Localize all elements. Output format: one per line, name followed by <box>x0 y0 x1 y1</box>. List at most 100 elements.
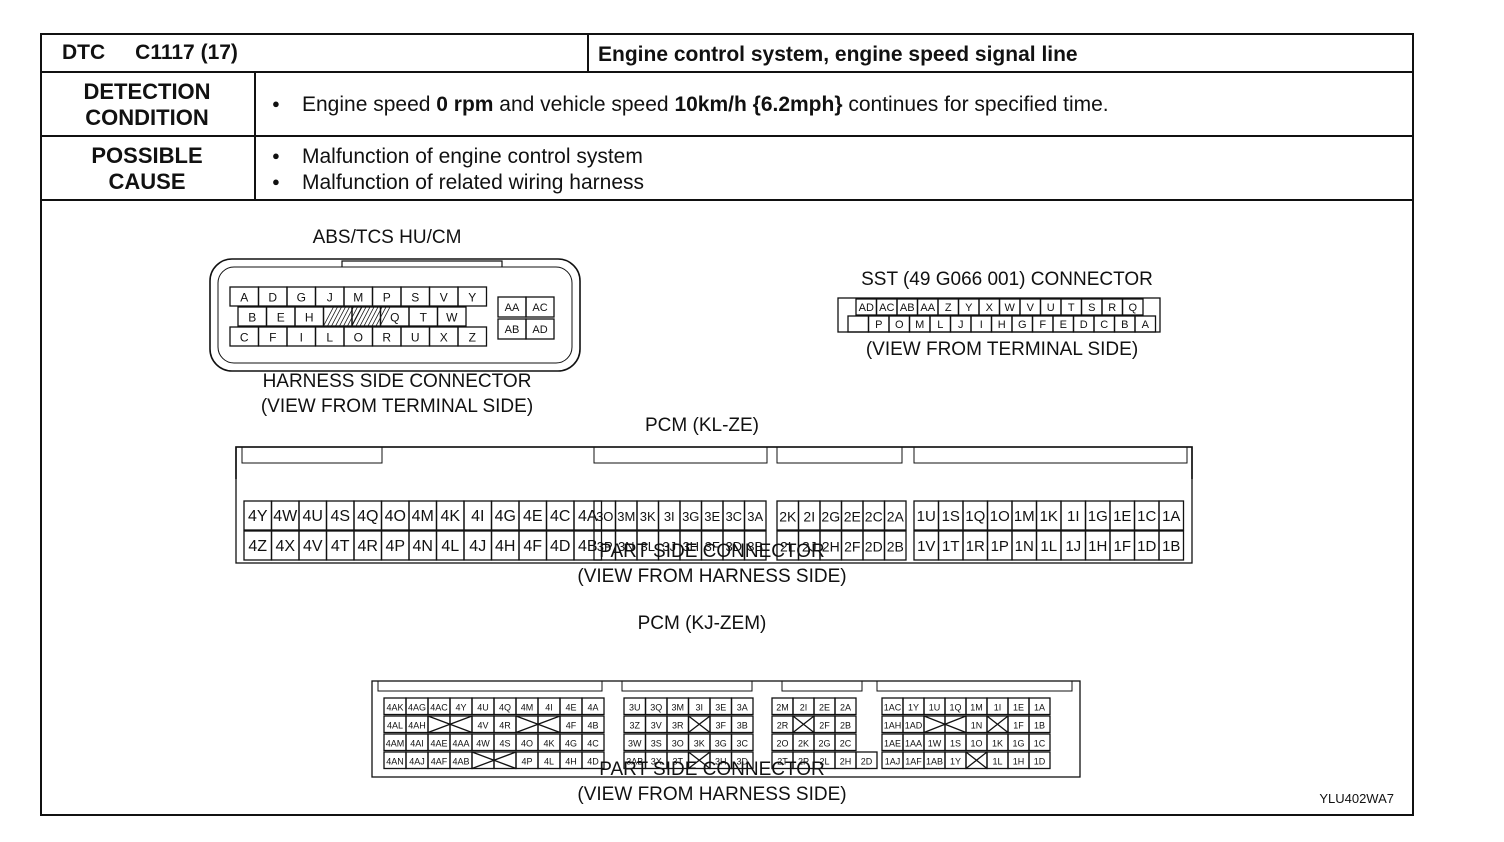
klze-b4-top-pin: 4O <box>385 508 406 525</box>
kjzem-b1-r2-pin: 1B <box>1034 720 1045 730</box>
sst-row2-pin: H <box>998 319 1006 331</box>
sst-row1-pin: U <box>1047 302 1055 314</box>
abs-row1-pin: Y <box>468 291 476 305</box>
kjzem-b3-r3-pin: 3S <box>651 738 662 748</box>
sst-row2-pin: A <box>1142 319 1150 331</box>
kjzem-b4-r1-pin: 4A <box>587 702 598 712</box>
klze-b1-bot-pin: 1F <box>1113 538 1131 555</box>
kjzem-b4-r4-pin: 4D <box>587 756 599 766</box>
kjzem-b1-r1-cell <box>1028 697 1051 716</box>
kjzem-b1-r2-pin: 1AH <box>884 720 902 730</box>
kjzem-b4-r3-pin: 4AM <box>386 738 405 748</box>
klze-b1-top-pin: 1G <box>1088 508 1108 525</box>
klze-key <box>241 447 383 464</box>
kjzem-b3-r3-pin: 3O <box>672 738 684 748</box>
sst-row1-pin: V <box>1027 302 1035 314</box>
abs-row1-pin: P <box>383 291 391 305</box>
kjzem-b4-r4-pin: 4AF <box>431 756 448 766</box>
kjzem-b4-r3-pin: 4W <box>476 738 490 748</box>
klze-b4-top-pin: 4W <box>273 508 298 525</box>
klze-b1-bot-cell <box>1158 530 1185 561</box>
abs-row1-pin: A <box>240 291 248 305</box>
kjzem-b3-r1-pin: 3Q <box>650 702 662 712</box>
klze-b1-top-pin: 1C <box>1137 508 1156 525</box>
klze-caption-line2: (VIEW FROM HARNESS SIDE) <box>577 566 847 587</box>
klze-b1-top-pin: 1A <box>1162 508 1180 525</box>
abs-row2-pin: Q <box>390 311 399 325</box>
kjzem-b1-r3-pin: 1S <box>950 738 961 748</box>
abs-caption-line1: HARNESS SIDE CONNECTOR <box>262 371 532 392</box>
header-divider <box>587 35 589 71</box>
klze-b2-top-pin: 2C <box>865 509 883 525</box>
kjzem-b3-r3-pin: 3K <box>694 738 705 748</box>
klze-b2-top-pin: 2E <box>844 509 861 525</box>
klze-b3-top-pin: 3M <box>617 509 635 524</box>
klze-b3-bot-pin: 3B <box>747 539 763 554</box>
sst-row1-pin: AB <box>900 302 915 314</box>
klze-key <box>776 447 903 464</box>
kjzem-b2-r3-pin: 2K <box>798 738 809 748</box>
kjzem-caption-line2: (VIEW FROM HARNESS SIDE) <box>577 784 847 805</box>
klze-b3-top-pin: 3E <box>704 509 720 524</box>
klze-b2-bot-cell <box>883 530 907 561</box>
kjzem-b3-r3-pin: 3W <box>628 738 642 748</box>
klze-b1-bot-pin: 1V <box>917 538 935 555</box>
kjzem-b4-blank-x <box>515 715 561 734</box>
kjzem-b4-r4-cell <box>581 751 605 770</box>
kjzem-b2-r4-pin: 2P <box>798 756 809 766</box>
kjzem-b2-r4-pin: 2T <box>777 756 788 766</box>
klze-b1-top-pin: 1I <box>1067 508 1080 525</box>
kjzem-b1-r4-pin: 1AF <box>905 756 922 766</box>
kjzem-b2-r2-pin: 2B <box>840 720 851 730</box>
klze-b4-top-pin: 4A <box>578 508 598 525</box>
sst-row2-pin: D <box>1080 319 1088 331</box>
dtc-number: C1117 (17) <box>135 41 238 64</box>
detection-text-e: continues for specified time. <box>842 93 1109 116</box>
klze-b4-bot-pin: 4T <box>331 538 350 555</box>
kjzem-b4-r3-pin: 4O <box>521 738 533 748</box>
abs-hatch <box>363 306 375 327</box>
kjzem-b2-r4-cell <box>855 751 878 770</box>
abs-hatch <box>355 306 367 327</box>
detection-label-line1: DETECTION <box>83 79 211 104</box>
kjzem-b1-r4-pin: 1AJ <box>885 756 901 766</box>
detection-condition-label: DETECTION CONDITION <box>42 79 252 131</box>
abs-row2-pin: H <box>305 311 314 325</box>
kjzem-b3-r1-pin: 3E <box>715 702 726 712</box>
kjzem-b1-r1-pin: 1I <box>994 702 1002 712</box>
kjzem-b3-r2-cell <box>730 715 754 734</box>
kjzem-b3-r1-pin: 3A <box>737 702 748 712</box>
abs-side1-pin: AA <box>505 302 520 314</box>
klze-b4-top-pin: 4G <box>495 508 516 525</box>
kjzem-b1-r4-pin: 1Y <box>950 756 961 766</box>
kjzem-b4-r4-pin: 4AJ <box>409 756 425 766</box>
abs-hatch <box>327 306 338 327</box>
kjzem-b2-r1-pin: 2I <box>800 702 808 712</box>
klze-b4-top-pin: 4K <box>440 508 460 525</box>
kjzem-b1-r2-cell <box>944 715 967 734</box>
kjzem-b1-r1-pin: 1Q <box>949 702 961 712</box>
klze-b1-top-pin: 1K <box>1040 508 1058 525</box>
abs-row1-cell <box>457 286 488 307</box>
cause-divider <box>254 137 256 199</box>
klze-b2-top-pin: 2K <box>779 509 797 525</box>
abs-hatch <box>331 306 342 327</box>
kjzem-b1-r3-pin: 1AA <box>905 738 922 748</box>
klze-b2-bot-pin: 2L <box>780 539 796 555</box>
klze-b4-bot-pin: 4X <box>275 538 295 555</box>
kjzem-b1-blank-x <box>986 715 1009 734</box>
kjzem-b4-r4-pin: 4AB <box>452 756 469 766</box>
kjzem-b1-r3-pin: 1C <box>1034 738 1046 748</box>
kjzem-b2-r3-pin: 2O <box>776 738 788 748</box>
kjzem-b4-r3-pin: 4AI <box>410 738 424 748</box>
abs-row1-pin: V <box>440 291 448 305</box>
klze-b3-bot-pin: 3L <box>641 539 655 554</box>
kjzem-b4-r1-pin: 4E <box>565 702 576 712</box>
kjzem-b3-r1-pin: 3U <box>629 702 641 712</box>
kjzem-b1-r2-pin: 1AD <box>905 720 923 730</box>
abs-hatch <box>339 306 350 327</box>
kjzem-b3-r2-pin: 3B <box>737 720 748 730</box>
possible-cause-row: POSSIBLE CAUSE Malfunction of engine con… <box>42 137 1412 201</box>
kjzem-b2-r4-pin: 2H <box>840 756 852 766</box>
